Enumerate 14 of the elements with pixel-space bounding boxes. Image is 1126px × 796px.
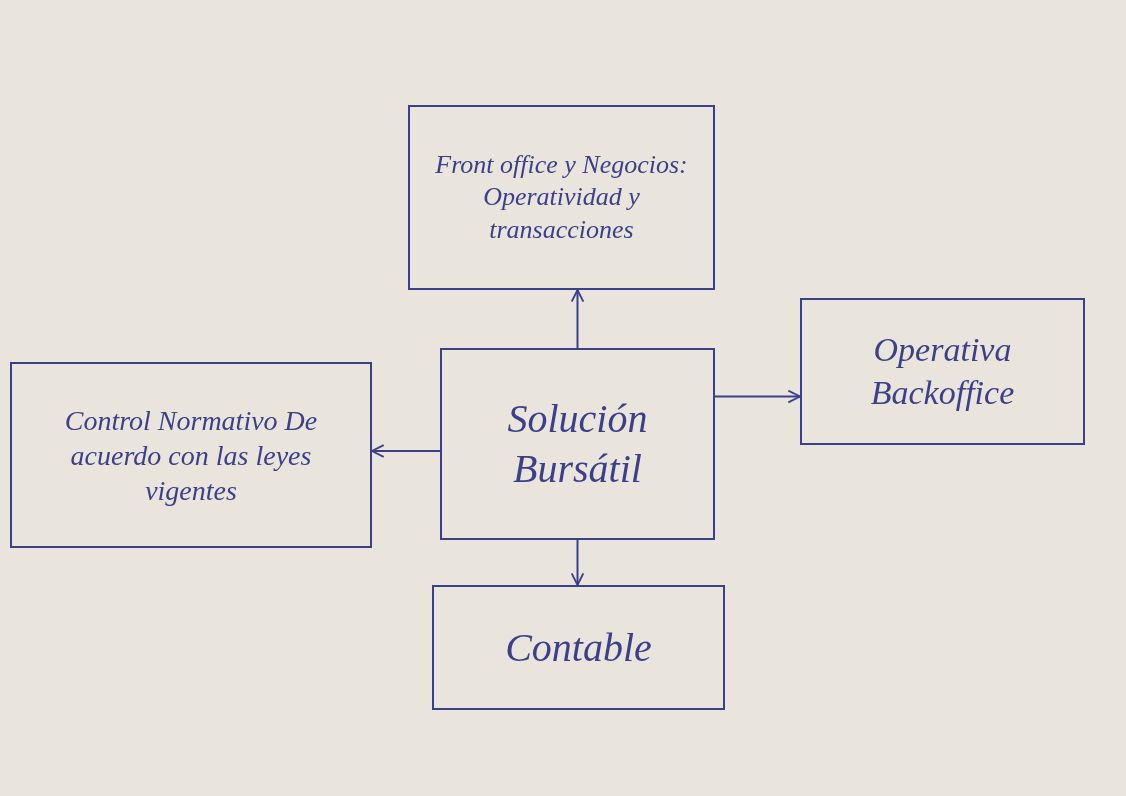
- process-box: [10, 362, 372, 548]
- process-box: [800, 298, 1085, 445]
- box-label: Control Normativo De acuerdo con las leyes vigentes: [63, 403, 319, 508]
- box-label: Contable: [505, 623, 652, 672]
- box-label: Solución Bursátil: [506, 395, 649, 493]
- arrow: [570, 539, 585, 586]
- arrow: [570, 289, 585, 349]
- box-label: Front office y Negocios: Operatividad y transacciones: [434, 148, 689, 246]
- process-box: [432, 585, 725, 710]
- box-label: Operativa Backoffice: [869, 330, 1016, 413]
- process-box: [440, 348, 715, 540]
- process-box: [408, 105, 715, 290]
- arrow: [714, 389, 801, 404]
- arrow: [371, 444, 441, 458]
